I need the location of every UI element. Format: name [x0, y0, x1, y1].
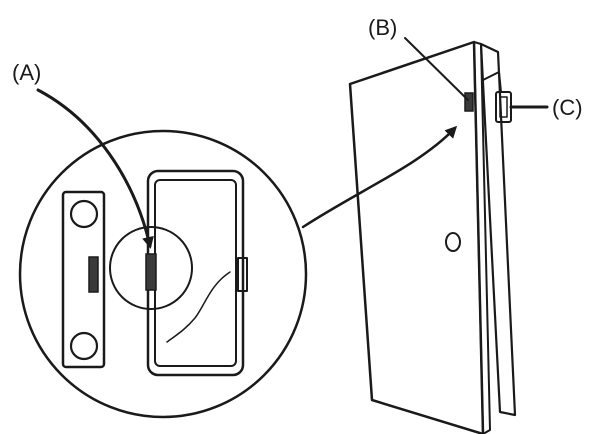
- sensor-side-tab: [237, 257, 248, 292]
- door-edge: [473, 41, 491, 434]
- frame-bracket: [482, 71, 502, 93]
- frame-sensor-c-inner: [499, 96, 508, 118]
- arrow-zoom-to-door: [301, 125, 458, 229]
- sensor-wire-curve: [166, 271, 231, 343]
- zoom-detail: [18, 129, 308, 419]
- zoom-circle: [18, 129, 308, 419]
- reed-switch-a: [145, 253, 157, 291]
- magnet-piece: [61, 190, 106, 369]
- leader-b: [404, 37, 469, 101]
- sensor-body: [146, 169, 248, 377]
- door-assembly: [348, 40, 517, 434]
- label-c: (C): [552, 95, 583, 120]
- arrow-a-to-reed-switch: [36, 88, 154, 249]
- magnet-tab-left: [88, 256, 99, 293]
- door-knob: [445, 232, 461, 252]
- door-magnet-b: [464, 92, 474, 112]
- highlight-circle: [109, 226, 193, 310]
- label-b: (B): [368, 15, 397, 40]
- door-panel: [348, 40, 485, 434]
- screw-hole-bottom: [69, 331, 99, 361]
- door-frame: [479, 42, 517, 417]
- screw-hole-top: [69, 199, 99, 229]
- label-a: (A): [12, 60, 41, 85]
